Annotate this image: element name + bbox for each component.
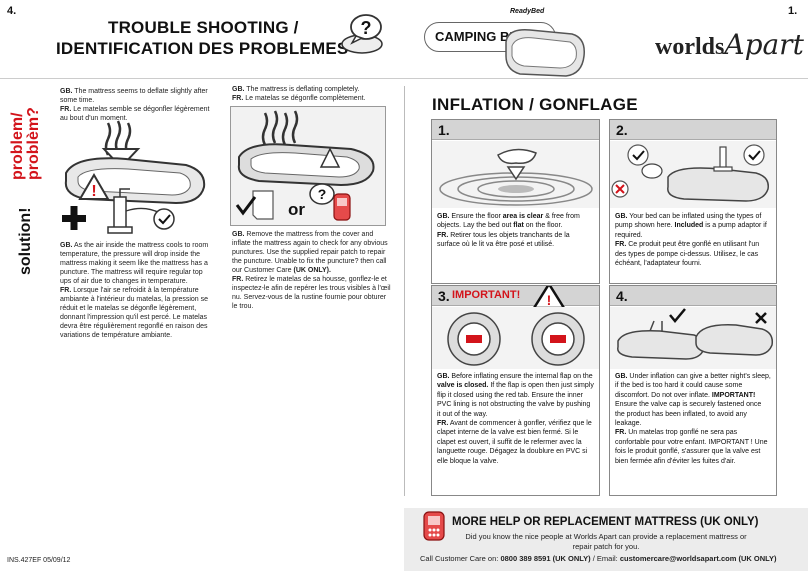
side-solution-text: solution! — [17, 207, 34, 275]
col2-problem-text: GB. The mattress is deflating completely… — [232, 86, 366, 102]
brand-word-1: worlds — [655, 34, 725, 60]
question-phone-icon: ? — [306, 180, 356, 229]
help-line-1: Did you know the nice people at Worlds A… — [465, 532, 747, 541]
page-number-right: 1. — [788, 5, 798, 17]
or-label: or — [288, 200, 305, 219]
phone-number[interactable]: 0800 389 8591 (UK ONLY) — [500, 554, 591, 563]
step-3-box: 3. IMPORTANT! ! GB. Before inflating ens… — [431, 285, 600, 496]
step-4-number: 4. — [616, 288, 628, 304]
phone-icon — [420, 510, 448, 547]
camping-bed-illustration — [500, 16, 588, 91]
product-name: CAMPING BED — [435, 29, 528, 44]
side-solution-label: solution! — [10, 200, 40, 280]
step-1-number: 1. — [438, 122, 450, 138]
side-problem-label: problem/ problèm? — [8, 86, 44, 186]
step-3-number: 3. — [438, 288, 450, 304]
help-lines: Did you know the nice people at Worlds A… — [404, 532, 808, 552]
col2-illustration — [230, 106, 386, 226]
step-4-text: GB. Under inflation can give a better ni… — [615, 373, 771, 465]
header-divider — [0, 78, 808, 79]
step-3-text: GB. Before inflating ensure the internal… — [437, 373, 594, 465]
question-bubble-icon: ? — [340, 10, 388, 63]
col1-illustration: ! — [56, 115, 216, 245]
step-2-box: 2. GB. Your bed can be inflated using th… — [609, 119, 777, 284]
step-1-text: GB. Ensure the floor area is clear & fre… — [437, 213, 580, 249]
col1-problem-text: GB. The mattress seems to deflate slight… — [60, 88, 210, 122]
svg-text:?: ? — [361, 18, 372, 38]
title-line-1: TROUBLE SHOOTING / — [108, 18, 299, 37]
step-1-box: 1. GB. Ensure the floor area is clear & … — [431, 119, 600, 284]
side-problem-text: problem/ — [9, 112, 26, 180]
page-number-left: 4. — [7, 5, 17, 17]
step-3-header: 3. IMPORTANT! — [432, 286, 599, 306]
step-1-header: 1. — [432, 120, 599, 140]
call-label: Call Customer Care on: — [420, 554, 499, 563]
product-badge: ReadyBed — [510, 8, 545, 15]
step-4-box: 4. GB. Under inflation can give a better… — [609, 285, 777, 496]
step-3-illustration — [432, 307, 599, 369]
help-title: MORE HELP OR REPLACEMENT MATTRESS (UK ON… — [452, 516, 759, 528]
svg-text:?: ? — [318, 186, 327, 202]
col1-solution-text: GB. As the air inside the mattress cools… — [60, 242, 209, 339]
svg-text:!: ! — [91, 183, 96, 200]
help-band — [404, 508, 808, 571]
step-2-header: 2. — [610, 120, 776, 140]
inflation-heading: INFLATION / GONFLAGE — [432, 95, 638, 114]
help-contact: Call Customer Care on: 0800 389 8591 (UK… — [420, 554, 777, 563]
col2-solution-text: GB. Remove the mattress from the cover a… — [232, 231, 391, 310]
footer-code: INS.427EF 05/09/12 — [7, 557, 71, 564]
step-2-illustration — [610, 141, 776, 208]
email-address[interactable]: customercare@worldsapart.com (UK ONLY) — [619, 554, 777, 563]
svg-text:!: ! — [547, 292, 552, 308]
help-line-2: repair patch for you. — [572, 542, 640, 551]
panel-divider — [404, 86, 405, 496]
step-4-illustration — [610, 307, 776, 369]
step-3-important: IMPORTANT! — [452, 289, 521, 301]
step-2-number: 2. — [616, 122, 628, 138]
brand-logo: worldsApart — [655, 28, 804, 61]
email-label: / Email: — [592, 554, 618, 563]
brand-word-2: Apart — [724, 28, 804, 61]
side-probleme-text: problèm? — [25, 107, 42, 180]
step-1-illustration — [432, 141, 599, 208]
step-4-header: 4. — [610, 286, 776, 306]
title-line-2: IDENTIFICATION DES PROBLEMES — [56, 39, 349, 58]
step-2-text: GB. Your bed can be inflated using the t… — [615, 213, 767, 268]
